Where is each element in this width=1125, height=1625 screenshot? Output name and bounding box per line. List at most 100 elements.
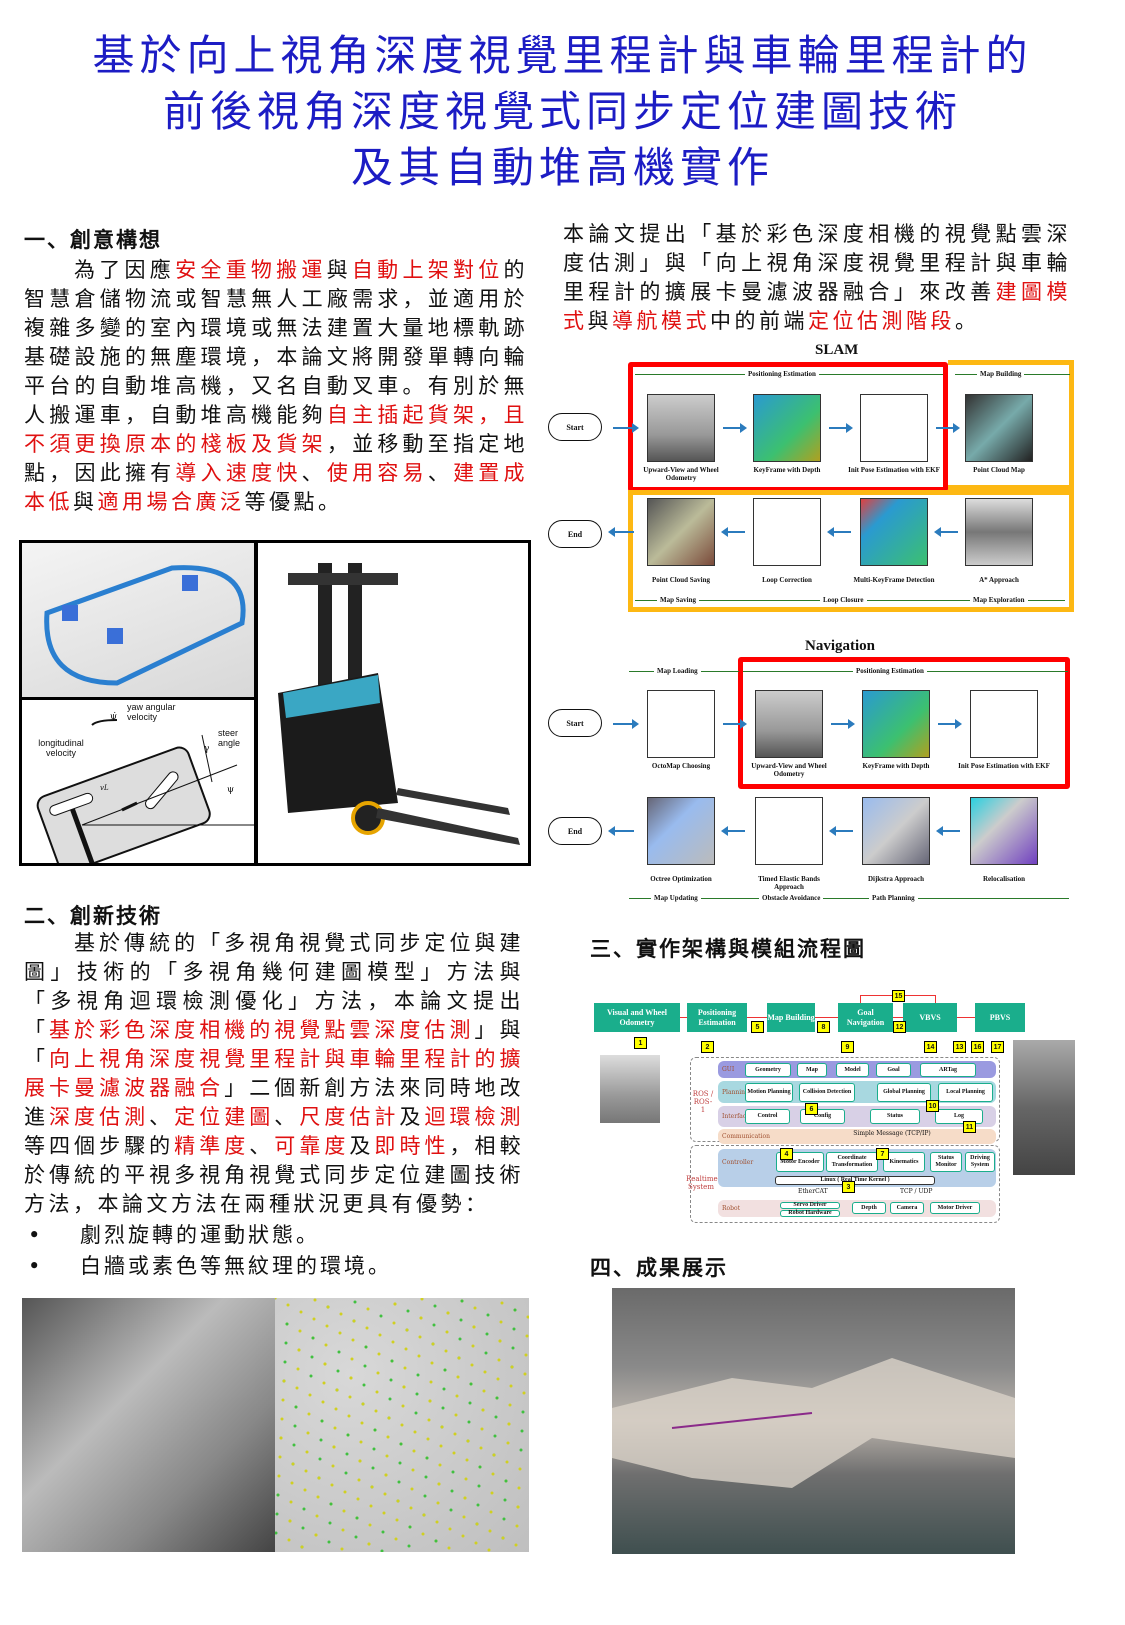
text-segment: 及 <box>399 1105 425 1129</box>
feature-point <box>460 1299 464 1303</box>
highlighted-text: 建置成本低 <box>24 461 529 514</box>
feature-point <box>524 1353 528 1357</box>
highlighted-text: 即時性 <box>374 1134 450 1158</box>
node-image <box>860 498 928 566</box>
feature-point <box>522 1391 526 1395</box>
feature-point <box>406 1309 410 1313</box>
step-number-tag: 3 <box>842 1181 855 1193</box>
navigation-flow-diagram: Navigation Map Loading Positioning Estim… <box>545 635 1075 907</box>
feature-point <box>288 1519 292 1523</box>
vl-symbol: vL <box>100 784 109 792</box>
highlighted-text: 可靠度 <box>274 1134 350 1158</box>
feature-point <box>523 1372 527 1376</box>
feature-point <box>365 1326 369 1330</box>
feature-point <box>362 1383 366 1387</box>
section3-heading: 三、實作架構與模組流程圖 <box>590 937 866 961</box>
feature-point <box>409 1506 413 1510</box>
flow-arrow <box>723 719 747 729</box>
feature-point <box>336 1369 340 1373</box>
group-positioning: Positioning Estimation <box>745 370 819 378</box>
navigation-title: Navigation <box>805 638 876 654</box>
ethercat-label: EtherCAT <box>798 1188 828 1195</box>
highlighted-text: 導入速度快 <box>175 461 302 485</box>
feature-point <box>413 1430 417 1434</box>
feature-point <box>286 1303 290 1307</box>
node-image <box>965 394 1033 462</box>
feature-point <box>309 1374 313 1378</box>
feature-point <box>426 1437 430 1441</box>
feature-point <box>394 1537 398 1541</box>
feature-point <box>375 1390 379 1394</box>
feature-point <box>419 1316 423 1320</box>
feature-point <box>501 1536 505 1540</box>
feature-point <box>332 1445 336 1449</box>
text-segment: 」與「 <box>24 1018 525 1071</box>
feature-point <box>480 1427 484 1431</box>
module-robot: Robot Hardware <box>780 1210 840 1217</box>
module-gui: Map <box>797 1063 827 1077</box>
feature-point <box>285 1322 289 1326</box>
flow-arrow <box>936 423 960 433</box>
feature-point <box>481 1408 485 1412</box>
feature-point <box>512 1327 516 1331</box>
feature-point <box>454 1413 458 1417</box>
highlighted-text: 建圖模式 <box>563 280 1072 333</box>
flow-arrow <box>613 423 639 433</box>
section4-heading: 四、成果展示 <box>590 1256 728 1280</box>
text-segment: ，相較於傳統的平視多視角視覺式同步定位建圖技術方法，本論文方法在兩種狀況更具有優… <box>24 1134 525 1216</box>
feature-point <box>289 1500 293 1504</box>
slam-title: SLAM <box>815 342 859 358</box>
feature-point <box>376 1371 380 1375</box>
feature-point <box>304 1469 308 1473</box>
flow-arrow <box>827 527 851 537</box>
feature-point <box>507 1422 511 1426</box>
feature-point <box>389 1378 393 1382</box>
feature-point <box>372 1447 376 1451</box>
section1-heading: 一、創意構想 <box>24 228 162 252</box>
highlighted-text: 使用容易 <box>326 461 428 485</box>
text-segment: 的智慧倉儲物流或智慧無人工廠需求，並適用於複雜多變的室內環境或無法建置大量地標軌… <box>24 258 529 427</box>
feature-point <box>520 1429 524 1433</box>
feature-point <box>508 1403 512 1407</box>
feature-point <box>401 1404 405 1408</box>
feature-point <box>412 1449 416 1453</box>
feature-point <box>417 1354 421 1358</box>
highlighted-text: 導航模式 <box>612 309 710 333</box>
feature-point <box>494 1415 498 1419</box>
step-number-tag: 15 <box>892 990 905 1002</box>
feature-point <box>352 1319 356 1323</box>
feature-point <box>459 1318 463 1322</box>
feature-point <box>498 1339 502 1343</box>
text-segment: ，並移動至指定地點，因此擁有 <box>24 432 529 485</box>
highlighted-text: 尺度估計 <box>299 1105 400 1129</box>
step-number-tag: 4 <box>780 1148 793 1160</box>
section1-paragraph: 為了因應安全重物搬運與自動上架對位的智慧倉儲物流或智慧無人工廠需求，並適用於複雜… <box>24 256 528 517</box>
text-segment: 等優點。 <box>244 490 343 514</box>
module-planning: Global Planning <box>877 1083 931 1102</box>
feature-point <box>404 1347 408 1351</box>
module-controller: Status Monitor <box>930 1152 962 1172</box>
feature-point <box>505 1460 509 1464</box>
feature-point <box>509 1384 513 1388</box>
node-caption: Init Pose Estimation with EKF <box>958 762 1050 770</box>
feature-point <box>449 1508 453 1512</box>
ros-label: ROS / ROS-1 <box>692 1090 714 1114</box>
feature-point <box>415 1392 419 1396</box>
feature-point <box>479 1446 483 1450</box>
module-map-building: Map Building <box>767 1003 815 1032</box>
feature-points-photo <box>275 1298 529 1552</box>
text-segment: 及 <box>349 1134 375 1158</box>
feature-point <box>470 1363 474 1367</box>
loop-highlight-box <box>628 490 1074 612</box>
feature-point <box>517 1486 521 1490</box>
feature-point <box>303 1488 307 1492</box>
feature-point <box>503 1498 507 1502</box>
feature-point <box>425 1456 429 1460</box>
module-robot: Motor Driver <box>930 1202 980 1214</box>
feature-point <box>488 1529 492 1533</box>
feature-point <box>319 1438 323 1442</box>
feature-point <box>374 1409 378 1413</box>
feature-point <box>275 1298 277 1300</box>
node-caption: Octree Optimization <box>650 875 712 883</box>
highlighted-text: 自動上架對位 <box>351 258 504 282</box>
